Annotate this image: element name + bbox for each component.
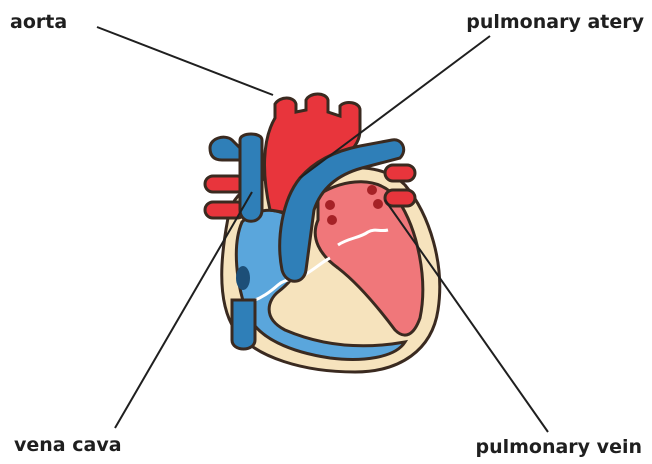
vessel: [210, 137, 240, 160]
leader-line-aorta: [97, 27, 273, 95]
label-aorta: aorta: [10, 13, 67, 32]
vessel: [385, 190, 415, 206]
vessel: [385, 165, 415, 181]
vessel-opening: [367, 185, 377, 195]
label-pulmonary-vein: pulmonary vein: [475, 438, 642, 457]
label-vena-cava: vena cava: [14, 436, 122, 455]
vessel: [232, 300, 255, 349]
label-pulmonary-artery: pulmonary atery: [466, 13, 644, 32]
vessel-opening: [325, 200, 335, 210]
vessel-opening: [236, 266, 250, 290]
vessel-opening: [327, 215, 337, 225]
vessel-opening: [373, 199, 383, 209]
